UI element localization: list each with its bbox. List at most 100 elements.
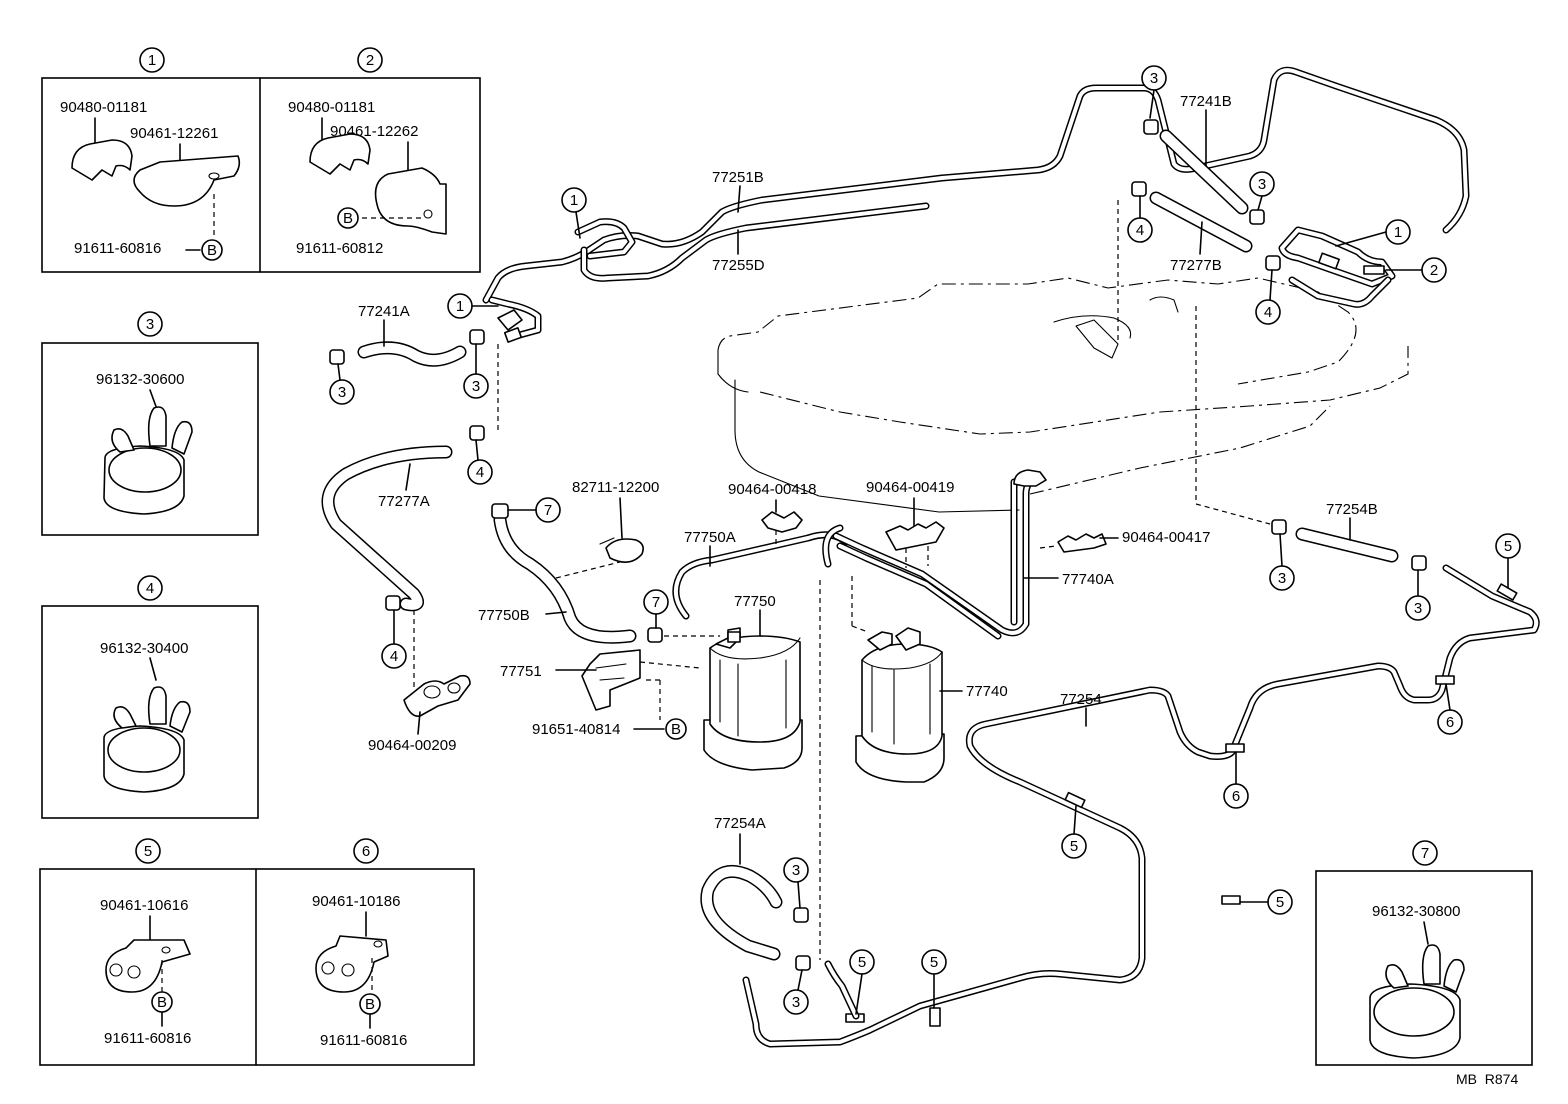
label-77251B: 77251B bbox=[712, 169, 764, 186]
hose-clamps-right bbox=[1131, 119, 1281, 271]
b3-part-1: 96132-30600 bbox=[96, 371, 184, 388]
box-5-contents: 90461-10616 91611-60816 B bbox=[100, 897, 191, 1047]
callouts-main: 1 1 1 2 3 3 3 3 3 3 3 3 bbox=[329, 65, 1521, 1015]
clip-icon bbox=[71, 139, 133, 181]
box-6-contents: 90461-10186 91611-60816 B bbox=[312, 893, 407, 1049]
callout-6-a: 6 bbox=[1446, 714, 1454, 731]
box-4-contents: 96132-30400 bbox=[100, 640, 191, 793]
callout-5-c: 5 bbox=[1276, 894, 1284, 911]
box-2-header: 2 bbox=[357, 47, 383, 73]
box-1-ref: 1 bbox=[148, 52, 156, 69]
box-5-header: 5 bbox=[135, 838, 161, 864]
clamp-7-canister bbox=[647, 627, 663, 643]
canister-77750 bbox=[664, 627, 803, 771]
b5-part-1: 90461-10616 bbox=[100, 897, 188, 914]
hose-clamp-icon bbox=[103, 406, 193, 515]
canister-77740 bbox=[851, 576, 945, 783]
b2-bolt: B bbox=[343, 210, 353, 227]
hose-clamp-icon bbox=[103, 686, 191, 793]
label-77740A: 77740A bbox=[1062, 571, 1114, 588]
hose-77254A bbox=[700, 580, 821, 971]
callout-7-a: 7 bbox=[544, 502, 552, 519]
callout-3-b: 3 bbox=[1258, 176, 1266, 193]
hose-77750B bbox=[491, 503, 637, 644]
part-labels: 77251B 77255D 77241B 77277B 77241A 77277… bbox=[358, 93, 1378, 865]
box-3-contents: 96132-30600 bbox=[96, 371, 193, 515]
callout-4-d: 4 bbox=[390, 648, 398, 665]
b1-part-2: 90461-12261 bbox=[130, 125, 218, 142]
box-5-ref: 5 bbox=[144, 843, 152, 860]
callout-4-c: 4 bbox=[476, 464, 484, 481]
hose-77241A bbox=[329, 329, 485, 367]
hose-77254B bbox=[1271, 519, 1427, 571]
b2-part-3: 91611-60812 bbox=[296, 240, 383, 257]
box-1-header: 1 bbox=[139, 47, 165, 73]
box-1-contents: 90480-01181 90461-12261 91611-60816 B bbox=[60, 99, 241, 261]
clamp-90464-00418 bbox=[761, 511, 803, 548]
bracket-clamp-icon bbox=[374, 167, 447, 235]
pipe-clamp-icon bbox=[105, 939, 191, 993]
pipe-77251B bbox=[482, 66, 1470, 304]
callout-3-h: 3 bbox=[792, 994, 800, 1011]
pipe-clamp-icon bbox=[315, 935, 389, 993]
label-77277A: 77277A bbox=[378, 493, 430, 510]
box-7-header: 7 bbox=[1412, 840, 1438, 866]
label-77254: 77254 bbox=[1060, 691, 1102, 708]
b1-part-1: 90480-01181 bbox=[60, 99, 147, 116]
b1-bolt: B bbox=[207, 242, 217, 259]
callout-7-b: 7 bbox=[652, 594, 660, 611]
pipe-end-connector-left bbox=[488, 296, 542, 343]
label-90464-00209: 90464-00209 bbox=[368, 737, 456, 754]
label-90464-00417: 90464-00417 bbox=[1122, 529, 1210, 546]
callout-5-d: 5 bbox=[858, 954, 866, 971]
box-3-header: 3 bbox=[137, 311, 163, 337]
hose-77277A bbox=[321, 344, 499, 690]
callout-1-b: 1 bbox=[456, 298, 464, 315]
label-77750B: 77750B bbox=[478, 607, 530, 624]
label-77740: 77740 bbox=[966, 683, 1008, 700]
callout-5-b: 5 bbox=[1070, 838, 1078, 855]
box-6-header: 6 bbox=[353, 838, 379, 864]
box-7-contents: 96132-30800 bbox=[1369, 903, 1465, 1059]
hose-clamp-icon bbox=[1369, 944, 1465, 1059]
pipe-right-loop bbox=[1278, 226, 1396, 308]
detail-box-5-6 bbox=[39, 868, 475, 1066]
callout-5-a: 5 bbox=[1504, 538, 1512, 555]
detail-box-7 bbox=[1315, 870, 1533, 1066]
label-77750A: 77750A bbox=[684, 529, 736, 546]
detail-box-3 bbox=[41, 342, 259, 536]
label-77255D: 77255D bbox=[712, 257, 765, 274]
label-77254B: 77254B bbox=[1326, 501, 1378, 518]
callout-3-d: 3 bbox=[472, 378, 480, 395]
b7-part-1: 96132-30800 bbox=[1372, 903, 1460, 920]
label-91651-bolt: B bbox=[671, 721, 681, 738]
label-77751: 77751 bbox=[500, 663, 542, 680]
label-91651-40814: 91651-40814 bbox=[532, 721, 620, 738]
label-77241B: 77241B bbox=[1180, 93, 1232, 110]
b1-part-3: 91611-60816 bbox=[74, 240, 161, 257]
callout-3-f: 3 bbox=[1414, 600, 1422, 617]
label-77750: 77750 bbox=[734, 593, 776, 610]
pipe-77740A bbox=[822, 469, 1047, 640]
b4-part-1: 96132-30400 bbox=[100, 640, 188, 657]
callout-4-b: 4 bbox=[1264, 304, 1272, 321]
bracket-77751 bbox=[581, 649, 701, 720]
label-77277B: 77277B bbox=[1170, 257, 1222, 274]
callout-3-a: 3 bbox=[1150, 70, 1158, 87]
callout-3-g: 3 bbox=[792, 862, 800, 879]
label-77254A: 77254A bbox=[714, 815, 766, 832]
detail-box-1-2 bbox=[41, 77, 481, 273]
b6-bolt: B bbox=[365, 996, 375, 1013]
b6-part-1: 90461-10186 bbox=[312, 893, 400, 910]
label-82711-12200: 82711-12200 bbox=[572, 479, 659, 496]
clip-icon bbox=[309, 133, 371, 175]
box-7-ref: 7 bbox=[1421, 845, 1429, 862]
hose-77277B bbox=[1149, 191, 1253, 253]
box-2-ref: 2 bbox=[366, 52, 374, 69]
callout-5-e: 5 bbox=[930, 954, 938, 971]
label-90464-00419: 90464-00419 bbox=[866, 479, 954, 496]
pipe-77254 bbox=[742, 564, 1540, 1048]
b5-part-2: 91611-60816 bbox=[104, 1030, 191, 1047]
b5-bolt: B bbox=[157, 994, 167, 1011]
detail-box-4 bbox=[41, 605, 259, 819]
